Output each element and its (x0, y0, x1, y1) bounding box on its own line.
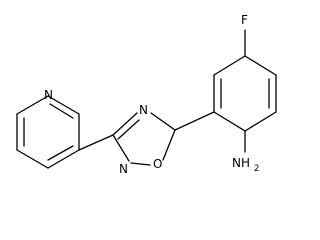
fluorine-atom-label: F (241, 13, 248, 27)
pyridine-ring (16, 95, 80, 169)
bond (244, 55, 277, 76)
bond (78, 134, 114, 151)
oxadiazole-o1-label: O (153, 157, 162, 171)
bond (174, 111, 215, 131)
bond (47, 149, 80, 169)
oxadiazole-n4-label: N (139, 103, 148, 117)
benzene-ring (213, 55, 277, 132)
bond (16, 95, 49, 115)
bond (112, 112, 138, 136)
oxadiazole-n2-label: N (119, 162, 128, 176)
bond (49, 103, 74, 119)
amine-subscript-label: 2 (254, 164, 259, 174)
bond (213, 55, 246, 76)
pyridine-nitrogen-label: N (44, 88, 53, 102)
bond (244, 111, 277, 132)
amine-group-label: NH 2 (232, 156, 259, 174)
bond (213, 111, 246, 132)
bond (47, 145, 74, 161)
bond (150, 112, 176, 131)
molecule-structure-diagram: F N N O N NH 2 (16, 13, 277, 176)
bond (47, 95, 80, 115)
oxadiazole-ring (112, 112, 176, 166)
bond (162, 129, 176, 161)
bond (16, 149, 49, 169)
amine-nh-label: NH (232, 156, 250, 170)
bond (117, 119, 140, 140)
bond (130, 162, 151, 166)
bond (112, 134, 130, 162)
